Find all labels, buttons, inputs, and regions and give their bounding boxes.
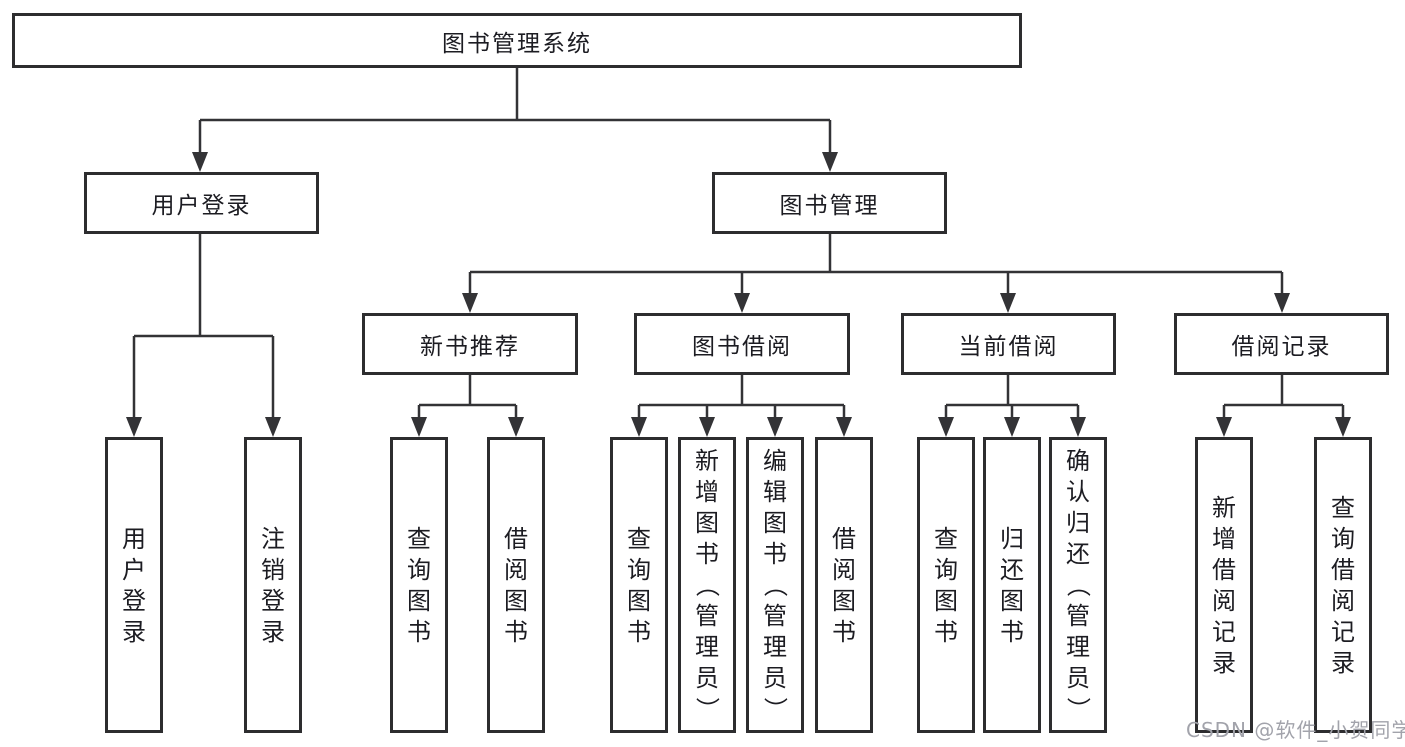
node-new-book-recommend-label: 新书推荐 [420,334,520,360]
leaf-borrow-books-2-label: 借阅图书 [832,524,856,646]
leaf-edit-books-admin-label: 编辑图书（管理员） [761,447,789,721]
leaf-borrow-books-1: 借阅图书 [487,437,545,733]
node-current-borrow-label: 当前借阅 [958,334,1059,360]
leaf-logout: 注销登录 [244,437,302,733]
leaf-borrow-books-2: 借阅图书 [815,437,873,733]
node-book-borrow-label: 图书借阅 [692,334,792,360]
node-current-borrow: 当前借阅 [901,313,1116,375]
leaf-query-books-1-label: 查询图书 [407,524,431,646]
leaf-add-borrow-record: 新增借阅记录 [1195,437,1253,733]
leaf-query-books-2-label: 查询图书 [627,524,651,646]
node-root-system: 图书管理系统 [12,13,1022,68]
leaf-logout-label: 注销登录 [261,524,285,646]
node-root-label: 图书管理系统 [442,30,592,57]
csdn-watermark: CSDN @软件_小贺同学 [1186,718,1405,742]
leaf-query-books-2: 查询图书 [610,437,668,733]
node-user-login-label: 用户登录 [151,193,252,219]
node-borrow-record-label: 借阅记录 [1231,334,1332,360]
leaf-user-login: 用户登录 [105,437,163,733]
leaf-add-books-admin-label: 新增图书（管理员） [693,447,721,721]
leaf-query-borrow-record-label: 查询借阅记录 [1331,493,1355,677]
node-book-management-label: 图书管理 [779,193,880,219]
arrowhead-icons [126,152,1351,437]
node-book-management: 图书管理 [712,172,947,234]
leaf-add-books-admin: 新增图书（管理员） [678,437,736,733]
leaf-query-books-3-label: 查询图书 [934,524,958,646]
leaf-query-borrow-record: 查询借阅记录 [1314,437,1372,733]
leaf-borrow-books-1-label: 借阅图书 [504,524,528,646]
leaf-user-login-label: 用户登录 [122,524,146,646]
leaf-return-books: 归还图书 [983,437,1041,733]
node-user-login: 用户登录 [84,172,319,234]
node-book-borrow: 图书借阅 [634,313,850,375]
leaf-add-borrow-record-label: 新增借阅记录 [1212,493,1236,677]
node-borrow-record: 借阅记录 [1174,313,1389,375]
leaf-edit-books-admin: 编辑图书（管理员） [746,437,804,733]
leaf-return-books-label: 归还图书 [1000,524,1024,646]
leaf-confirm-return-admin: 确认归还（管理员） [1049,437,1107,733]
leaf-query-books-3: 查询图书 [917,437,975,733]
leaf-confirm-return-admin-label: 确认归还（管理员） [1064,447,1092,721]
node-new-book-recommend: 新书推荐 [362,313,578,375]
leaf-query-books-1: 查询图书 [390,437,448,733]
